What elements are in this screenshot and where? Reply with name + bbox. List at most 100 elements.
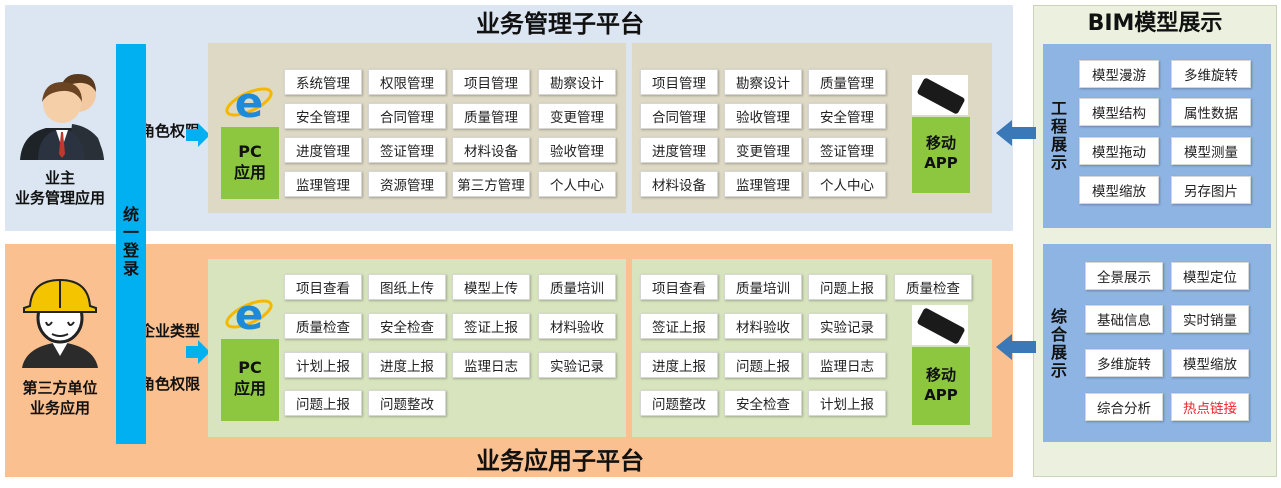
engineering-feature-item[interactable]: 模型缩放 bbox=[1079, 176, 1159, 204]
owner-label-line2: 业务管理应用 bbox=[14, 189, 105, 207]
bottom-pc-panel: e PC 应用 项目查看图纸上传模型上传质量培训质量检查安全检查签证上报材料验收… bbox=[208, 259, 626, 437]
top-app-module-item[interactable]: 签证管理 bbox=[808, 137, 886, 163]
bottom-pc-module-item[interactable]: 质量培训 bbox=[538, 274, 616, 300]
bottom-pc-module-item[interactable]: 安全检查 bbox=[368, 313, 446, 339]
top-app-module-item[interactable]: 勘察设计 bbox=[724, 69, 802, 95]
top-pc-module-item[interactable]: 安全管理 bbox=[284, 103, 362, 129]
comprehensive-feature-item[interactable]: 全景展示 bbox=[1085, 262, 1163, 290]
comprehensive-left-arrow-icon bbox=[996, 334, 1036, 360]
bottom-app-module-item[interactable]: 安全检查 bbox=[724, 390, 802, 416]
comprehensive-feature-item[interactable]: 综合分析 bbox=[1085, 393, 1163, 421]
top-pc-app-box: PC 应用 bbox=[221, 127, 279, 199]
comprehensive-feature-item[interactable]: 多维旋转 bbox=[1085, 349, 1163, 377]
comprehensive-feature-item[interactable]: 实时销量 bbox=[1171, 305, 1249, 333]
engineering-feature-item[interactable]: 模型结构 bbox=[1079, 98, 1159, 126]
bottom-app-panel: 项目查看质量培训问题上报质量检查签证上报材料验收实验记录进度上报问题上报监理日志… bbox=[632, 259, 992, 437]
top-pc-module-item[interactable]: 合同管理 bbox=[368, 103, 446, 129]
bottom-app-module-item[interactable]: 问题上报 bbox=[724, 352, 802, 378]
bottom-pc-module-item[interactable]: 质量检查 bbox=[284, 313, 362, 339]
top-pc-module-item[interactable]: 监理管理 bbox=[284, 171, 362, 197]
engineering-left-arrow-icon bbox=[996, 120, 1036, 146]
owner-person-icon bbox=[20, 74, 104, 160]
top-pc-module-item[interactable]: 签证管理 bbox=[368, 137, 446, 163]
bottom-app-module-item[interactable]: 签证上报 bbox=[640, 313, 718, 339]
top-pc-line2: 应用 bbox=[233, 163, 266, 182]
bottom-pc-module-item[interactable]: 问题整改 bbox=[368, 390, 446, 416]
bottom-pc-module-item[interactable]: 图纸上传 bbox=[368, 274, 446, 300]
owner-label-line1: 业主 bbox=[44, 169, 75, 187]
top-pc-module-item[interactable]: 系统管理 bbox=[284, 69, 362, 95]
unified-login-label: 统一登录 bbox=[122, 205, 139, 278]
comprehensive-feature-item[interactable]: 热点链接 bbox=[1171, 393, 1249, 421]
top-ie-browser-icon: e bbox=[225, 78, 273, 127]
unified-login-bar: 统一登录 bbox=[116, 44, 146, 444]
bim-title: BIM模型展示 bbox=[1087, 11, 1223, 36]
top-pc-module-item[interactable]: 项目管理 bbox=[452, 69, 530, 95]
top-app-module-item[interactable]: 材料设备 bbox=[640, 171, 718, 197]
top-app-module-item[interactable]: 项目管理 bbox=[640, 69, 718, 95]
engineering-feature-item[interactable]: 多维旋转 bbox=[1171, 60, 1251, 88]
top-pc-module-item[interactable]: 勘察设计 bbox=[538, 69, 616, 95]
comprehensive-feature-item[interactable]: 模型定位 bbox=[1171, 262, 1249, 290]
comprehensive-display-label: 综合展示 bbox=[1050, 307, 1067, 380]
bottom-app-module-item[interactable]: 材料验收 bbox=[724, 313, 802, 339]
bottom-pc-module-item[interactable]: 监理日志 bbox=[452, 352, 530, 378]
bottom-pc-module-item[interactable]: 模型上传 bbox=[452, 274, 530, 300]
top-mobile-phone-icon bbox=[912, 75, 968, 115]
top-right-arrow-icon bbox=[186, 123, 210, 147]
bottom-pc-module-item[interactable]: 计划上报 bbox=[284, 352, 362, 378]
bottom-pc-module-item[interactable]: 材料验收 bbox=[538, 313, 616, 339]
top-pc-module-item[interactable]: 资源管理 bbox=[368, 171, 446, 197]
third-party-label-line2: 业务应用 bbox=[29, 399, 90, 417]
bottom-pc-module-item[interactable]: 进度上报 bbox=[368, 352, 446, 378]
top-pc-module-item[interactable]: 权限管理 bbox=[368, 69, 446, 95]
top-pc-module-item[interactable]: 质量管理 bbox=[452, 103, 530, 129]
bottom-app-module-item[interactable]: 计划上报 bbox=[808, 390, 886, 416]
top-app-module-item[interactable]: 安全管理 bbox=[808, 103, 886, 129]
engineering-feature-item[interactable]: 模型漫游 bbox=[1079, 60, 1159, 88]
bottom-pc-module-item[interactable]: 签证上报 bbox=[452, 313, 530, 339]
bottom-app-module-item[interactable]: 监理日志 bbox=[808, 352, 886, 378]
comprehensive-display-panel: 综合展示 全景展示模型定位基础信息实时销量多维旋转模型缩放综合分析热点链接 bbox=[1043, 244, 1271, 442]
top-platform-title: 业务管理子平台 bbox=[476, 10, 644, 38]
bottom-app-module-item[interactable]: 实验记录 bbox=[808, 313, 886, 339]
top-app-module-item[interactable]: 变更管理 bbox=[724, 137, 802, 163]
third-party-label-line1: 第三方单位 bbox=[22, 379, 98, 397]
bottom-app-line1: 移动 bbox=[925, 366, 956, 384]
bottom-app-module-item[interactable]: 问题整改 bbox=[640, 390, 718, 416]
engineering-feature-item[interactable]: 属性数据 bbox=[1171, 98, 1251, 126]
top-app-module-item[interactable]: 监理管理 bbox=[724, 171, 802, 197]
top-app-module-item[interactable]: 个人中心 bbox=[808, 171, 886, 197]
bottom-pc-module-item[interactable]: 项目查看 bbox=[284, 274, 362, 300]
engineering-feature-item[interactable]: 另存图片 bbox=[1171, 176, 1251, 204]
top-pc-module-item[interactable]: 个人中心 bbox=[538, 171, 616, 197]
top-app-module-item[interactable]: 进度管理 bbox=[640, 137, 718, 163]
top-pc-panel: e PC 应用 系统管理权限管理项目管理勘察设计安全管理合同管理质量管理变更管理… bbox=[208, 43, 626, 213]
bottom-app-module-item[interactable]: 质量检查 bbox=[894, 274, 972, 300]
comprehensive-feature-item[interactable]: 基础信息 bbox=[1085, 305, 1163, 333]
top-app-module-item[interactable]: 验收管理 bbox=[724, 103, 802, 129]
bottom-app-module-item[interactable]: 项目查看 bbox=[640, 274, 718, 300]
top-app-module-item[interactable]: 合同管理 bbox=[640, 103, 718, 129]
bottom-platform-title: 业务应用子平台 bbox=[476, 447, 644, 475]
bottom-role-label: 角色权限 bbox=[140, 375, 201, 393]
bottom-app-module-item[interactable]: 质量培训 bbox=[724, 274, 802, 300]
bottom-app-module-item[interactable]: 进度上报 bbox=[640, 352, 718, 378]
engineering-feature-item[interactable]: 模型拖动 bbox=[1079, 137, 1159, 165]
top-app-line2: APP bbox=[924, 154, 958, 172]
top-pc-module-item[interactable]: 进度管理 bbox=[284, 137, 362, 163]
top-pc-module-item[interactable]: 变更管理 bbox=[538, 103, 616, 129]
top-pc-module-item[interactable]: 验收管理 bbox=[538, 137, 616, 163]
bottom-pc-module-item[interactable]: 问题上报 bbox=[284, 390, 362, 416]
top-app-module-item[interactable]: 质量管理 bbox=[808, 69, 886, 95]
comprehensive-feature-item[interactable]: 模型缩放 bbox=[1171, 349, 1249, 377]
bottom-mobile-phone-icon bbox=[912, 305, 968, 345]
worker-person-icon bbox=[22, 278, 98, 368]
bottom-pc-module-item[interactable]: 实验记录 bbox=[538, 352, 616, 378]
bottom-app-module-item[interactable]: 问题上报 bbox=[808, 274, 886, 300]
top-pc-module-item[interactable]: 第三方管理 bbox=[452, 171, 530, 197]
top-pc-module-item[interactable]: 材料设备 bbox=[452, 137, 530, 163]
engineering-feature-item[interactable]: 模型测量 bbox=[1171, 137, 1251, 165]
top-app-panel: 项目管理勘察设计质量管理合同管理验收管理安全管理进度管理变更管理签证管理材料设备… bbox=[632, 43, 992, 213]
bottom-mobile-app-box: 移动 APP bbox=[912, 347, 970, 425]
